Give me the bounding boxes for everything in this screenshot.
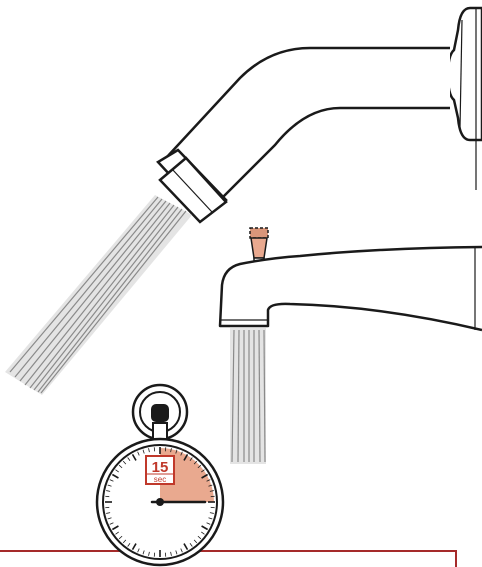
dial-tick xyxy=(180,548,183,553)
dial-tick xyxy=(180,451,183,456)
dial-tick xyxy=(106,490,111,492)
dial-tick xyxy=(137,548,140,553)
shower-arm-icon xyxy=(156,6,482,224)
dial-tick xyxy=(137,451,140,456)
dial-tick xyxy=(127,457,131,461)
tub-spray xyxy=(230,328,266,464)
dial-tick xyxy=(175,550,178,555)
dial-tick xyxy=(111,473,119,479)
dial-ticks xyxy=(105,447,215,557)
dial-tick xyxy=(201,531,205,535)
red-rule xyxy=(0,550,457,567)
dial-tick xyxy=(175,449,178,454)
dial-tick xyxy=(208,484,213,487)
dial-tick xyxy=(189,543,193,547)
dial-tick xyxy=(118,464,123,469)
dial-tick xyxy=(183,453,189,461)
dial-tick xyxy=(197,464,202,469)
dial-tick xyxy=(209,490,214,492)
dial-tick xyxy=(201,473,209,479)
dial-tick xyxy=(201,469,205,473)
dial-tick xyxy=(209,512,214,514)
dial-tick xyxy=(115,531,119,535)
shower-spray xyxy=(5,195,192,395)
dial-tick xyxy=(193,539,198,544)
dial-tick xyxy=(206,522,211,525)
dial-tick xyxy=(206,479,211,482)
dial-tick xyxy=(170,551,172,556)
dial-tick xyxy=(193,460,198,465)
dial-tick xyxy=(208,517,213,520)
dial-tick xyxy=(131,543,137,551)
timer-label-box: 15 sec xyxy=(145,455,175,485)
dial-tick xyxy=(109,479,114,482)
stopwatch-icon: 15 sec xyxy=(95,383,225,567)
dial-tick xyxy=(122,460,127,465)
tub-spout-icon xyxy=(218,227,482,332)
dial-tick xyxy=(197,535,202,540)
dial-tick xyxy=(127,543,131,547)
dial-tick xyxy=(142,550,145,555)
dial-tick xyxy=(106,512,111,514)
dial-tick xyxy=(142,449,145,454)
dial-tick xyxy=(107,517,112,520)
dial-tick xyxy=(170,448,172,453)
dial-tick xyxy=(118,535,123,540)
dial-tick xyxy=(148,551,150,556)
dial-tick xyxy=(109,522,114,525)
dial-tick xyxy=(148,448,150,453)
dial-tick xyxy=(201,525,209,531)
dial-tick xyxy=(189,457,193,461)
stopwatch-button xyxy=(151,404,169,422)
timer-unit: sec xyxy=(154,475,166,484)
dial-tick xyxy=(115,469,119,473)
dial-tick xyxy=(111,525,119,531)
dial-tick xyxy=(131,453,137,461)
dial-tick xyxy=(107,484,112,487)
dial-tick xyxy=(122,539,127,544)
dial-tick xyxy=(183,543,189,551)
timer-value: 15 xyxy=(152,459,169,476)
